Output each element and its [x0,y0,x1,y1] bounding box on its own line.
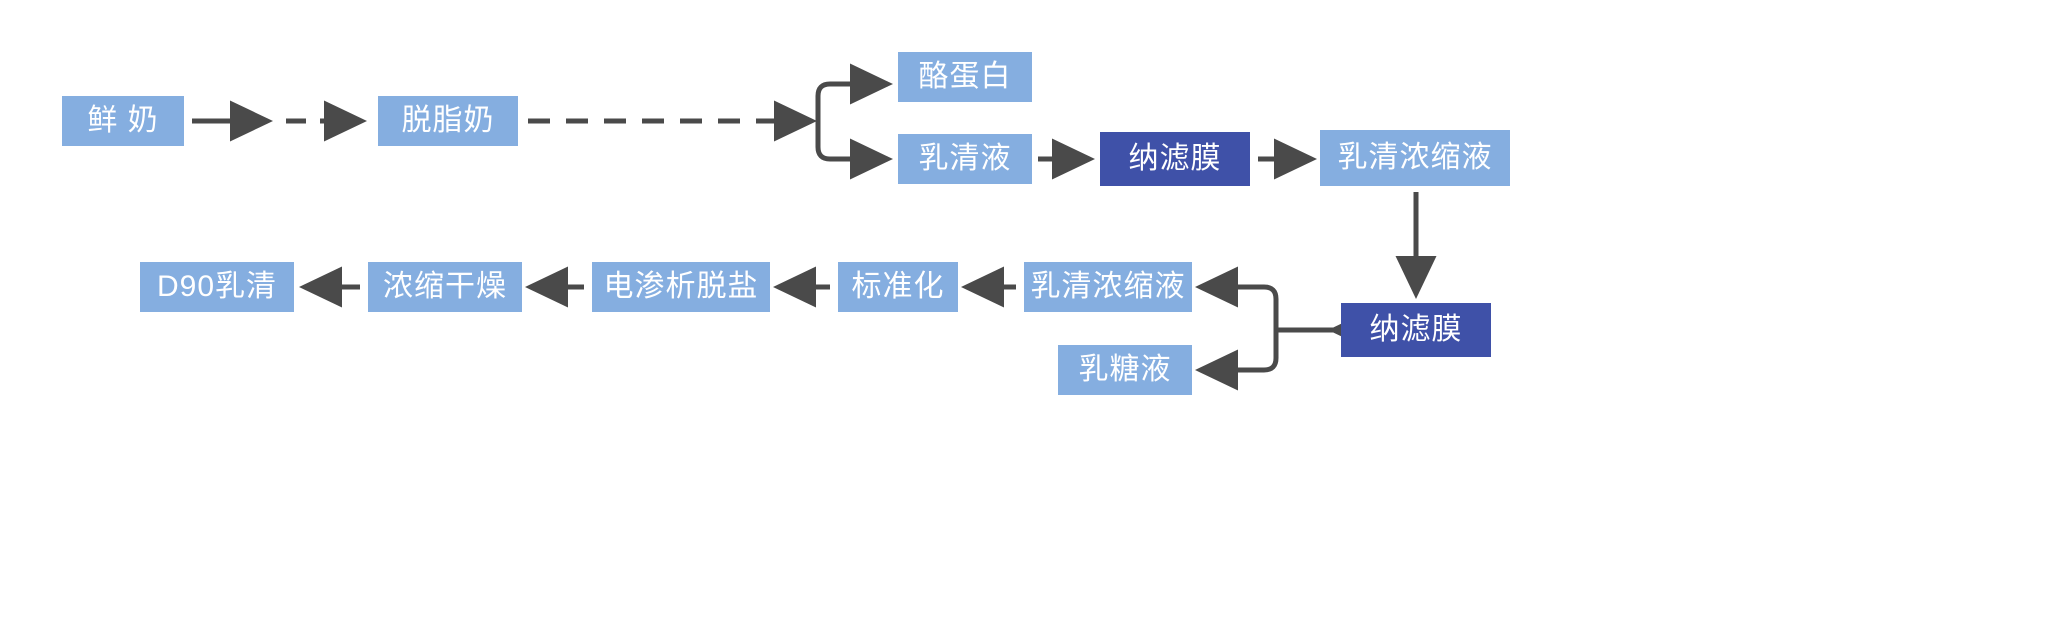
edge-nf2-merge-branches [1194,266,1371,391]
node-whey-concentrate-2[interactable]: 乳清浓缩液 [1024,262,1192,312]
node-fresh-milk[interactable]: 鲜 奶 [62,96,184,146]
node-concentrate-dry[interactable]: 浓缩干燥 [368,262,522,312]
node-nf-membrane-2[interactable]: 纳滤膜 [1341,303,1491,357]
node-lactose-liquid[interactable]: 乳糖液 [1058,345,1192,395]
node-nf-membrane-1[interactable]: 纳滤膜 [1100,132,1250,186]
node-standardization[interactable]: 标准化 [838,262,958,312]
node-d90-whey[interactable]: D90乳清 [140,262,294,312]
node-whey-liquid[interactable]: 乳清液 [898,134,1032,184]
node-skim-milk[interactable]: 脱脂奶 [378,96,518,146]
node-electrodialysis[interactable]: 电渗析脱盐 [592,262,770,312]
node-whey-concentrate-1[interactable]: 乳清浓缩液 [1320,130,1510,186]
node-casein[interactable]: 酪蛋白 [898,52,1032,102]
edge-split-branches [815,63,894,180]
